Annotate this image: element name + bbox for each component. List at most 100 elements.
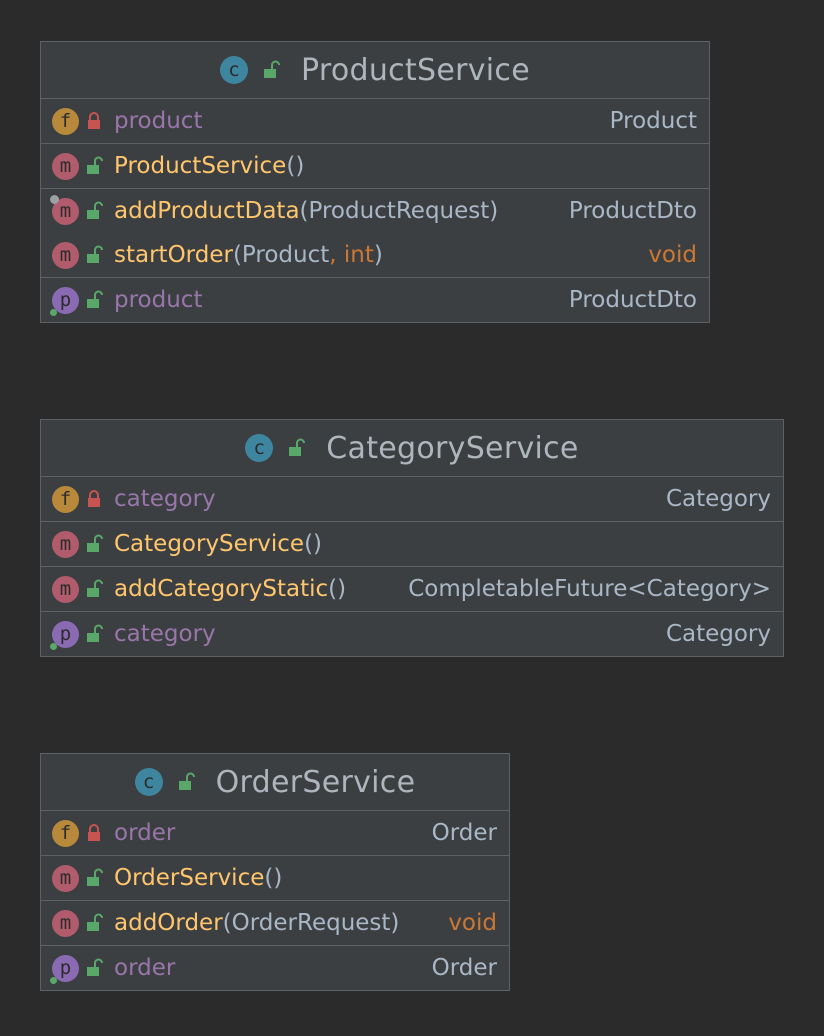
method-params-keyword: int [343, 242, 374, 268]
public-lock-icon [87, 245, 103, 263]
method-params-sep: , [329, 242, 344, 268]
public-lock-icon [289, 438, 306, 456]
methods-section: m addOrder(OrderRequest) void [41, 901, 509, 946]
class-name: OrderService [215, 764, 416, 800]
method-icon: m [50, 194, 79, 225]
property-name: product [114, 287, 203, 313]
public-lock-icon [87, 534, 103, 552]
property-dot-icon [50, 642, 57, 650]
method-name: addProductData [114, 198, 300, 224]
class-name: CategoryService [326, 430, 579, 466]
class-name: ProductService [301, 52, 530, 88]
class-product-service[interactable]: c ProductService f product Product m Pro… [40, 41, 710, 323]
method-params: () [328, 576, 347, 602]
method-icon: m [52, 152, 79, 180]
public-lock-icon [87, 156, 103, 174]
property-icon-letter: p [59, 957, 72, 979]
private-lock-icon [88, 112, 100, 129]
property-row[interactable]: p category Category [41, 612, 783, 656]
private-lock-icon [88, 490, 100, 507]
fields-section: f order Order [41, 811, 509, 856]
method-row[interactable]: m addOrder(OrderRequest) void [41, 901, 509, 945]
public-lock-icon [87, 958, 103, 976]
constructor-params: () [264, 865, 283, 891]
class-category-service[interactable]: c CategoryService f category Category m … [40, 419, 784, 657]
constructor-name: ProductService [114, 153, 287, 179]
method-return-type: void [448, 910, 497, 936]
field-type: Product [609, 108, 697, 134]
field-icon: f [52, 107, 79, 135]
properties-section: p category Category [41, 612, 783, 656]
public-lock-icon [87, 868, 103, 886]
method-icon: m [52, 864, 79, 892]
field-icon: f [52, 485, 79, 513]
class-order-service[interactable]: c OrderService f order Order m OrderServ… [40, 753, 510, 991]
method-return-type: CompletableFuture<Category> [408, 576, 771, 602]
method-signature: addCategoryStatic() [114, 576, 346, 602]
method-name: addCategoryStatic [114, 576, 329, 602]
property-icon-letter: p [59, 623, 72, 645]
constructors-section: m CategoryService() [41, 522, 783, 567]
constructor-signature: OrderService() [114, 865, 282, 891]
constructor-params: () [286, 153, 305, 179]
method-signature: addOrder(OrderRequest) [114, 910, 399, 936]
property-name: category [114, 621, 216, 647]
field-type: Order [431, 820, 497, 846]
method-signature: startOrder(Product, int) [114, 242, 383, 268]
class-icon: c [220, 56, 248, 84]
methods-section: m addCategoryStatic() CompletableFuture<… [41, 567, 783, 612]
methods-section: m addProductData(ProductRequest) Product… [41, 189, 709, 278]
fields-section: f category Category [41, 477, 783, 522]
class-icon: c [134, 768, 163, 796]
method-row[interactable]: m addProductData(ProductRequest) Product… [41, 189, 709, 233]
constructor-signature: ProductService() [114, 153, 304, 179]
public-lock-icon [87, 624, 103, 642]
class-header: c CategoryService [41, 420, 783, 477]
property-row[interactable]: p order Order [41, 946, 509, 990]
public-lock-icon [87, 201, 103, 219]
public-lock-icon [87, 290, 103, 308]
method-icon: m [52, 909, 79, 937]
property-icon: p [50, 286, 79, 316]
constructor-row[interactable]: m CategoryService() [41, 522, 783, 566]
class-icon: c [245, 434, 274, 462]
method-params-close: ) [373, 242, 383, 268]
method-name: addOrder [114, 910, 223, 936]
field-row[interactable]: f order Order [41, 811, 509, 855]
constructor-row[interactable]: m ProductService() [41, 144, 709, 188]
property-icon-letter: p [59, 289, 72, 311]
method-params: (OrderRequest) [222, 910, 400, 936]
fields-section: f product Product [41, 99, 709, 144]
field-icon: f [52, 819, 79, 847]
method-icon: m [52, 241, 79, 269]
constructor-row[interactable]: m OrderService() [41, 856, 509, 900]
property-name: order [114, 955, 176, 981]
field-row[interactable]: f category Category [41, 477, 783, 521]
constructors-section: m ProductService() [41, 144, 709, 189]
public-lock-icon [87, 913, 103, 931]
method-icon-letter: m [59, 200, 72, 222]
property-row[interactable]: p product ProductDto [41, 278, 709, 322]
class-header: c OrderService [41, 754, 509, 811]
property-type: Category [665, 621, 771, 647]
method-signature: addProductData(ProductRequest) [114, 198, 498, 224]
method-row[interactable]: m startOrder(Product, int) void [41, 233, 709, 277]
property-type: ProductDto [568, 287, 697, 313]
field-name: product [114, 108, 203, 134]
property-dot-icon [50, 308, 57, 316]
property-dot-icon [50, 976, 57, 984]
constructor-signature: CategoryService() [114, 531, 322, 557]
property-icon: p [50, 620, 79, 650]
field-name: category [114, 486, 216, 512]
field-row[interactable]: f product Product [41, 99, 709, 143]
method-row[interactable]: m addCategoryStatic() CompletableFuture<… [41, 567, 783, 611]
method-name: startOrder [114, 242, 233, 268]
method-return-type: void [648, 242, 697, 268]
method-icon: m [52, 530, 79, 558]
private-lock-icon [88, 824, 100, 841]
method-params-open: (Product [232, 242, 330, 268]
constructor-params: () [304, 531, 323, 557]
class-header: c ProductService [41, 42, 709, 99]
constructor-name: CategoryService [114, 531, 305, 557]
property-icon: p [50, 954, 79, 984]
